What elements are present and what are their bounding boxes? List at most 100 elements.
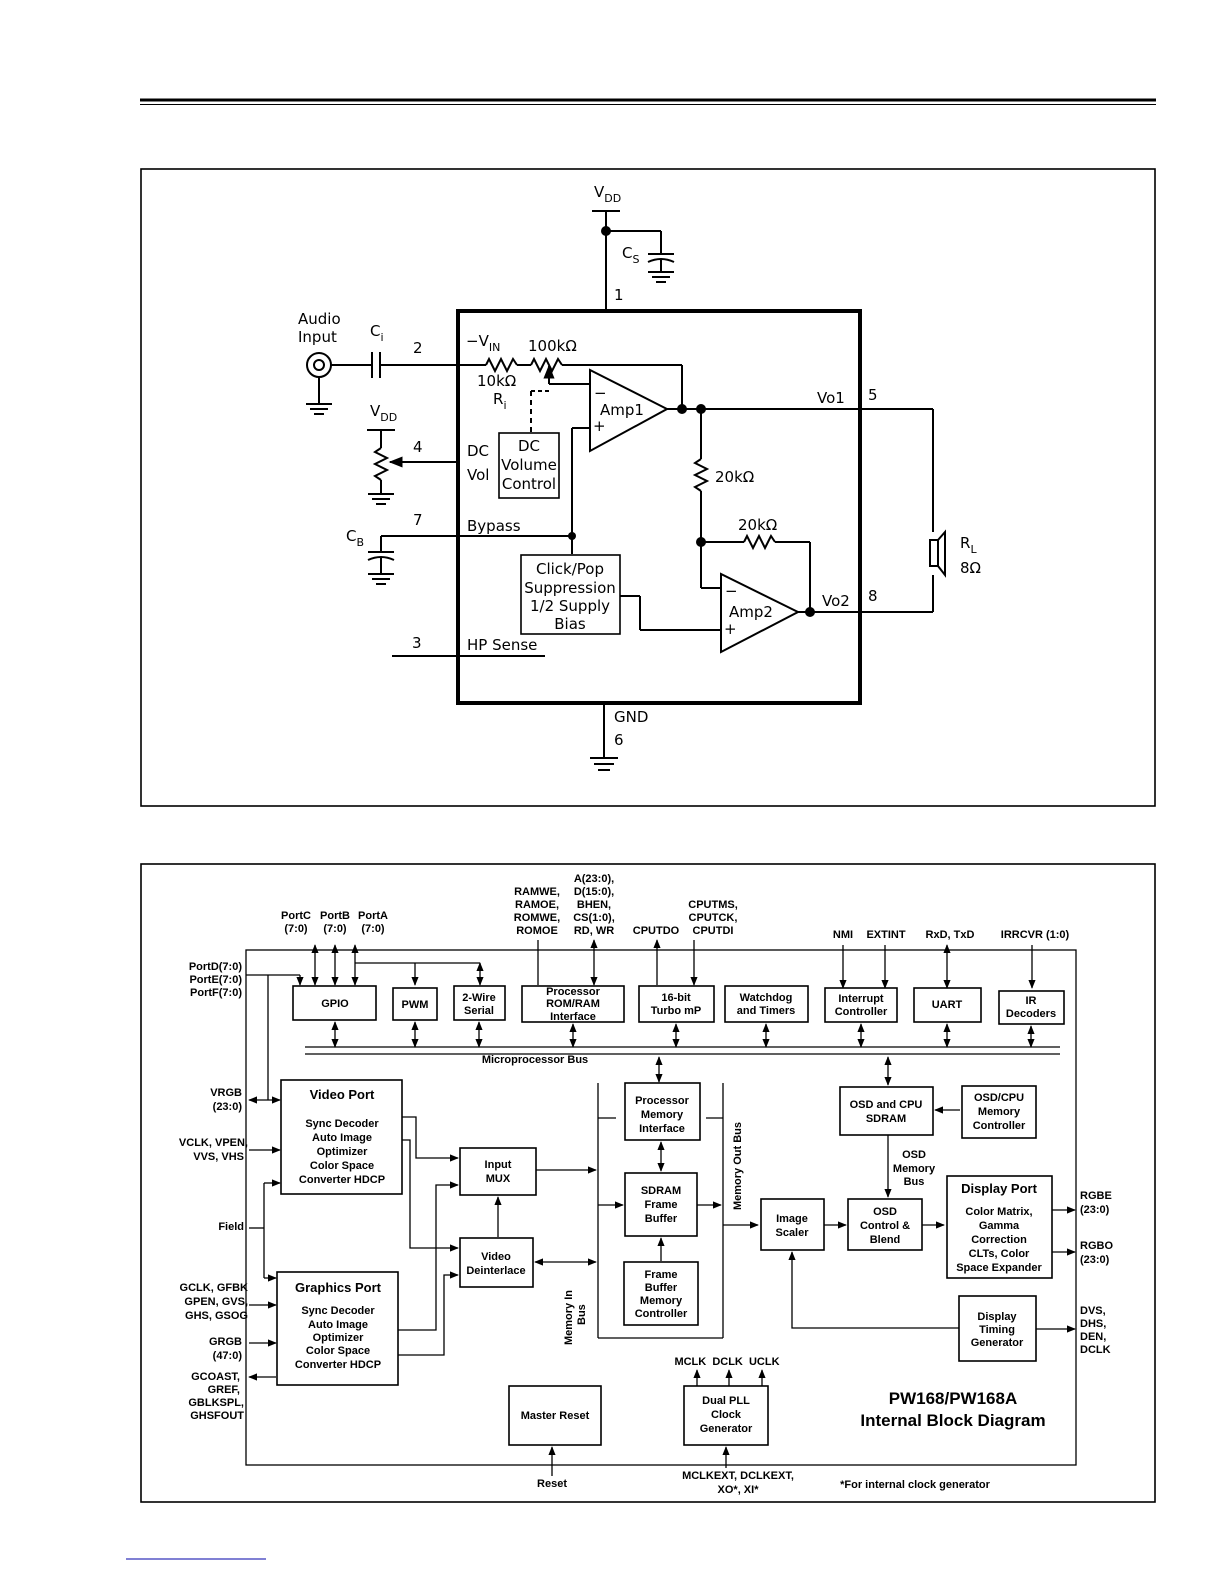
svg-text:DC: DC bbox=[518, 437, 540, 455]
svg-text:Ci: Ci bbox=[370, 322, 384, 344]
dc-volume-control-box bbox=[498, 432, 560, 499]
svg-text:CLTs, Color: CLTs, Color bbox=[969, 1248, 1030, 1260]
svg-text:Control: Control bbox=[502, 475, 556, 493]
svg-text:Turbo mP: Turbo mP bbox=[651, 1005, 702, 1017]
block-diagram: PortC (7:0) PortB (7:0) PortA (7:0) RAMW… bbox=[140, 863, 1156, 1503]
svg-text:Converter HDCP: Converter HDCP bbox=[299, 1174, 385, 1186]
pin6-label: 6 bbox=[614, 731, 624, 749]
svg-text:DVS,: DVS, bbox=[1080, 1305, 1106, 1317]
feedback-network: 20kΩ 20kΩ bbox=[692, 409, 811, 612]
svg-text:CPUTMS,: CPUTMS, bbox=[688, 899, 738, 911]
svg-text:(7:0): (7:0) bbox=[361, 923, 385, 935]
display-timing-generator-block bbox=[958, 1295, 1037, 1362]
header-rule bbox=[140, 98, 1156, 105]
svg-text:Memory: Memory bbox=[640, 1295, 683, 1307]
r10k-label: 10kΩ bbox=[477, 372, 516, 390]
svg-text:D(15:0),: D(15:0), bbox=[574, 886, 614, 898]
capacitor-cs bbox=[647, 258, 675, 263]
svg-text:Decoders: Decoders bbox=[1006, 1008, 1056, 1020]
processor-rom-ram-interface-block bbox=[521, 985, 625, 1023]
hp-sense-section: 3 HP Sense bbox=[392, 634, 545, 657]
footnote: *For internal clock generator bbox=[840, 1479, 990, 1491]
svg-text:Watchdog: Watchdog bbox=[740, 992, 793, 1004]
svg-text:(7:0): (7:0) bbox=[323, 923, 347, 935]
cb-label: C bbox=[346, 527, 356, 545]
svg-text:PortA: PortA bbox=[358, 910, 388, 922]
display-port-block bbox=[946, 1175, 1053, 1279]
output-processing: Image Scaler OSD and CPU SDRAM OSD/CPU M… bbox=[760, 1085, 1053, 1362]
top-signal-lines bbox=[311, 939, 1036, 989]
svg-text:Color Matrix,: Color Matrix, bbox=[965, 1206, 1032, 1218]
svg-text:MCLKEXT, DCLKEXT,: MCLKEXT, DCLKEXT, bbox=[682, 1470, 794, 1482]
rl-label: R bbox=[960, 534, 970, 552]
svg-text:PortD(7:0): PortD(7:0) bbox=[189, 961, 243, 973]
graphics-port-block bbox=[276, 1271, 399, 1386]
svg-text:Color Space: Color Space bbox=[310, 1160, 374, 1172]
svg-text:Sync Decoder: Sync Decoder bbox=[305, 1118, 379, 1130]
svg-text:Auto Image: Auto Image bbox=[312, 1132, 372, 1144]
svg-text:GREF,: GREF, bbox=[208, 1384, 240, 1396]
svg-text:IRRCVR (1:0): IRRCVR (1:0) bbox=[1001, 929, 1070, 941]
resistor-100k bbox=[530, 356, 563, 374]
uart-block bbox=[913, 987, 982, 1023]
svg-text:Gamma: Gamma bbox=[979, 1220, 1020, 1232]
svg-text:CS: CS bbox=[622, 244, 639, 266]
svg-text:RAMWE,: RAMWE, bbox=[514, 886, 560, 898]
svg-text:Blend: Blend bbox=[870, 1234, 901, 1246]
vdd-top-rail: VDD CS 1 bbox=[592, 183, 675, 311]
svg-text:PW168/PW168A: PW168/PW168A bbox=[889, 1389, 1018, 1408]
svg-text:Correction: Correction bbox=[971, 1234, 1027, 1246]
svg-text:Interface: Interface bbox=[639, 1123, 685, 1135]
svg-text:DCLK: DCLK bbox=[1080, 1344, 1111, 1356]
block-diagram-frame bbox=[140, 863, 1156, 1503]
svg-text:Frame: Frame bbox=[644, 1269, 677, 1281]
pwm-block bbox=[392, 987, 438, 1021]
svg-text:GHS, GSOG: GHS, GSOG bbox=[185, 1310, 248, 1322]
svg-text:PortC: PortC bbox=[281, 910, 311, 922]
pin3-label: 3 bbox=[412, 634, 422, 652]
svg-text:SDRAM: SDRAM bbox=[866, 1113, 906, 1125]
svg-text:OSD: OSD bbox=[873, 1206, 897, 1218]
bypass-label: Bypass bbox=[467, 517, 521, 535]
svg-text:+: + bbox=[593, 417, 606, 435]
pin5-label: 5 bbox=[868, 386, 878, 404]
click-pop-section: Click/Pop Suppression 1/2 Supply Bias bbox=[520, 554, 721, 635]
svg-text:CPUTCK,: CPUTCK, bbox=[689, 912, 738, 924]
input-resistors: −VIN 100kΩ 10kΩ Ri bbox=[466, 332, 683, 432]
pin7-label: 7 bbox=[413, 511, 423, 529]
svg-text:PortB: PortB bbox=[320, 910, 350, 922]
vol-label: Vol bbox=[467, 466, 489, 484]
top-row-blocks: GPIO PWM 2-Wire Serial Processor ROM/RAM… bbox=[292, 985, 1065, 1025]
image-scaler-block bbox=[760, 1198, 825, 1251]
svg-text:Generator: Generator bbox=[700, 1423, 753, 1435]
graphics-port: Graphics Port Sync Decoder Auto Image Op… bbox=[276, 1271, 399, 1386]
svg-text:Internal Block Diagram: Internal Block Diagram bbox=[860, 1411, 1045, 1430]
two-wire-serial-block bbox=[453, 985, 506, 1021]
svg-text:Buffer: Buffer bbox=[645, 1282, 678, 1294]
svg-text:Control &: Control & bbox=[860, 1220, 910, 1232]
svg-text:Serial: Serial bbox=[464, 1005, 494, 1017]
svg-text:Processor: Processor bbox=[635, 1095, 690, 1107]
pin2-label: 2 bbox=[413, 339, 423, 357]
svg-text:Converter HDCP: Converter HDCP bbox=[295, 1359, 381, 1371]
svg-text:CPUTDO: CPUTDO bbox=[633, 925, 680, 937]
svg-text:(23:0): (23:0) bbox=[1080, 1204, 1110, 1216]
osd-control-blend-block bbox=[847, 1198, 923, 1251]
svg-text:Display Port: Display Port bbox=[961, 1181, 1038, 1196]
svg-text:1/2 Supply: 1/2 Supply bbox=[530, 597, 610, 615]
svg-text:GCLK, GFBK: GCLK, GFBK bbox=[180, 1282, 248, 1294]
svg-text:Memory: Memory bbox=[641, 1109, 684, 1121]
r20k-a-label: 20kΩ bbox=[715, 468, 754, 486]
svg-text:Master Reset: Master Reset bbox=[521, 1410, 590, 1422]
schematic-frame bbox=[140, 168, 1156, 807]
svg-text:CB: CB bbox=[346, 527, 364, 549]
svg-text:Processor: Processor bbox=[546, 986, 601, 998]
svg-text:VVS, VHS: VVS, VHS bbox=[193, 1151, 244, 1163]
svg-text:EXTINT: EXTINT bbox=[866, 929, 905, 941]
svg-text:−: − bbox=[725, 582, 738, 600]
svg-text:(47:0): (47:0) bbox=[213, 1350, 243, 1362]
svg-text:ROMWE,: ROMWE, bbox=[514, 912, 560, 924]
svg-text:Video: Video bbox=[481, 1251, 511, 1263]
svg-text:VDD: VDD bbox=[594, 183, 621, 205]
